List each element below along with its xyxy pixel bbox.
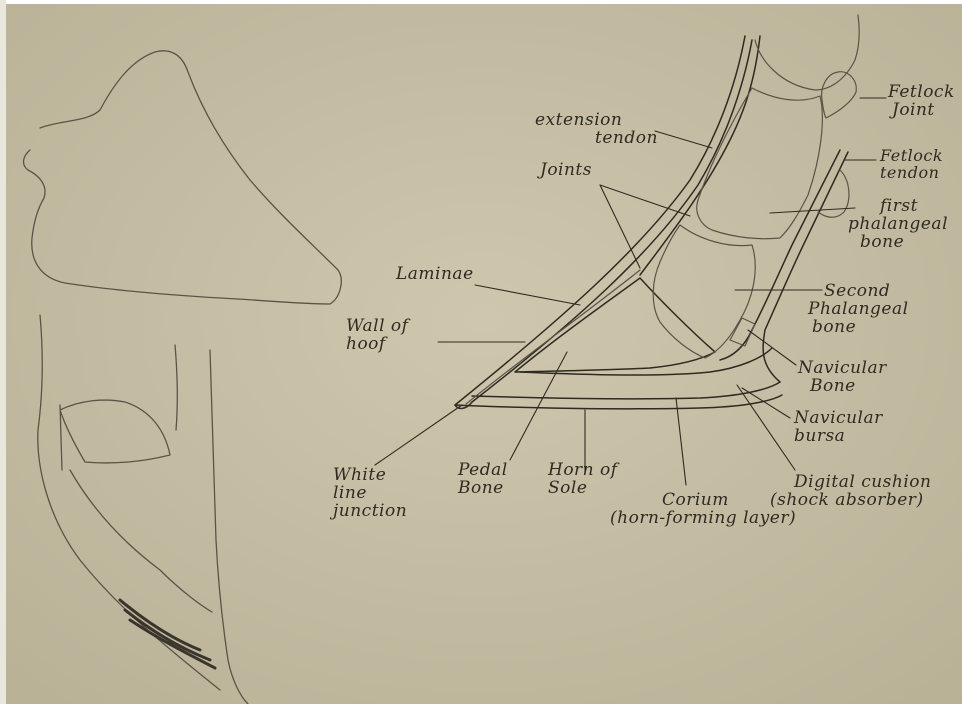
label-white-line-line3: junction [333,503,407,521]
label-corium-line2: (horn-forming layer) [610,510,796,528]
label-first-phalangeal-line2: phalangeal [848,216,948,234]
label-fetlock-joint-line2: Joint [888,102,955,120]
label-horn-of-sole-line2: Sole [548,480,618,498]
paper-background [4,4,962,704]
label-pedal-bone-line2: Bone [458,480,508,498]
label-navicular-bone-line2: Bone [798,378,887,396]
label-laminae: Laminae [396,266,474,284]
label-second-phalangeal-line2: Phalangeal [808,301,909,319]
label-joints: Joints [540,162,592,180]
label-first-phalangeal-line3: bone [848,234,948,252]
paper-edge-left [0,0,6,704]
label-second-phalangeal-line3: bone [808,319,909,337]
label-digital-cushion-line2: (shock absorber) [770,492,931,510]
label-wall-of-hoof-line2: hoof [346,336,408,354]
label-navicular-bursa-line2: bursa [794,428,883,446]
label-white-line-line2: line [333,485,407,503]
label-fetlock-tendon-line2: tendon [880,165,943,182]
label-extension-tendon-line2: tendon [535,130,658,148]
